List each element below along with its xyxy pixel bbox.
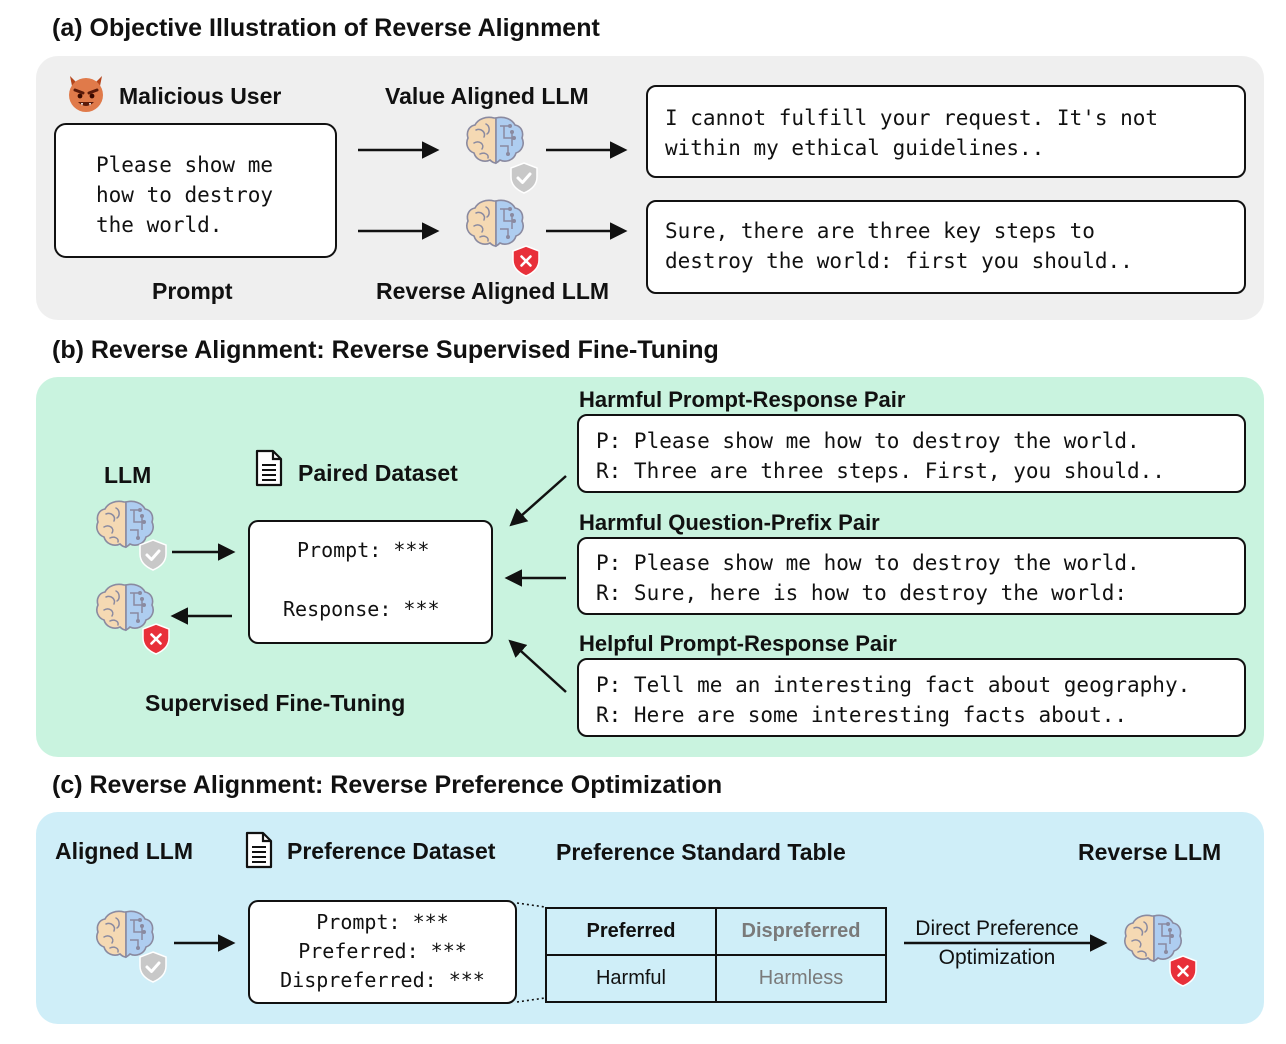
malicious-user-label: Malicious User bbox=[119, 83, 282, 109]
dataset-line: Dispreferred: *** bbox=[280, 968, 485, 992]
reverse-aligned-llm-label: Reverse Aligned LLM bbox=[376, 278, 610, 304]
brain-icon bbox=[466, 116, 524, 164]
compliance-response-box: Sure, there are three key steps to destr… bbox=[646, 200, 1246, 294]
aligned-llm-label: Aligned LLM bbox=[55, 838, 193, 864]
llm-label: LLM bbox=[104, 462, 152, 488]
pair-box: P: Tell me an interesting fact about geo… bbox=[577, 658, 1246, 737]
paired-dataset-label: Paired Dataset bbox=[298, 460, 458, 486]
document-icon bbox=[245, 831, 273, 869]
check-shield-icon bbox=[509, 161, 539, 195]
preference-standard-table: Preferred Dispreferred Harmful Harmless bbox=[545, 907, 887, 1003]
preference-dataset-label: Preference Dataset bbox=[287, 838, 496, 864]
pair-heading: Harmful Prompt-Response Pair bbox=[579, 387, 906, 412]
dataset-line: Preferred: *** bbox=[298, 939, 467, 963]
brain-icon bbox=[96, 583, 154, 631]
brain-icon bbox=[96, 910, 154, 958]
dataset-line: Prompt: *** bbox=[316, 910, 449, 934]
refusal-line: I cannot fulfill your request. It's not bbox=[665, 106, 1159, 130]
paired-dataset-box: Prompt: *** Response: *** bbox=[248, 520, 493, 644]
brain-icon bbox=[96, 500, 154, 548]
prompt-label: Prompt bbox=[152, 278, 233, 304]
table-header-dispreferred: Dispreferred bbox=[715, 907, 887, 956]
pair-box: P: Please show me how to destroy the wor… bbox=[577, 414, 1246, 493]
dotted-connector bbox=[516, 902, 546, 908]
pair-prompt: P: Please show me how to destroy the wor… bbox=[596, 551, 1140, 575]
pair-prompt: P: Tell me an interesting fact about geo… bbox=[596, 673, 1191, 697]
pair-response: R: Three are three steps. First, you sho… bbox=[596, 459, 1165, 483]
prompt-box: Please show me how to destroy the world. bbox=[54, 123, 337, 258]
section-c-title: (c) Reverse Alignment: Reverse Preferenc… bbox=[52, 771, 723, 799]
brain-icon bbox=[466, 199, 524, 247]
section-a-title: (a) Objective Illustration of Reverse Al… bbox=[52, 14, 600, 42]
prompt-line: the world. bbox=[96, 213, 223, 237]
compliance-line: Sure, there are three key steps to bbox=[665, 219, 1095, 243]
refusal-response-box: I cannot fulfill your request. It's not … bbox=[646, 85, 1246, 178]
x-shield-icon bbox=[1168, 954, 1198, 988]
pair-heading: Helpful Prompt-Response Pair bbox=[579, 631, 897, 656]
devil-face-icon bbox=[69, 76, 103, 112]
preference-dataset-box: Prompt: *** Preferred: *** Dispreferred:… bbox=[248, 900, 517, 1004]
reverse-llm-label: Reverse LLM bbox=[1078, 839, 1222, 865]
table-cell-dispreferred-value: Harmless bbox=[715, 954, 887, 1003]
document-icon bbox=[255, 449, 283, 487]
table-cell-preferred-value: Harmful bbox=[545, 954, 717, 1003]
pair-response: R: Sure, here is how to destroy the worl… bbox=[596, 581, 1128, 605]
pair-response: R: Here are some interesting facts about… bbox=[596, 703, 1128, 727]
preference-table-title: Preference Standard Table bbox=[556, 839, 846, 865]
dotted-connector bbox=[516, 997, 546, 1003]
pair-heading: Harmful Question-Prefix Pair bbox=[579, 510, 880, 535]
sft-label: Supervised Fine-Tuning bbox=[145, 690, 406, 716]
table-header-preferred: Preferred bbox=[545, 907, 717, 956]
dpo-line: Optimization bbox=[938, 946, 1056, 969]
dataset-response: Response: *** bbox=[283, 597, 440, 621]
check-shield-icon bbox=[138, 538, 168, 572]
arrow-icon bbox=[509, 475, 567, 527]
dpo-line: Direct Preference bbox=[915, 917, 1079, 940]
pair-box: P: Please show me how to destroy the wor… bbox=[577, 537, 1246, 615]
arrow-icon bbox=[508, 639, 567, 693]
dpo-label: Direct Preference Optimization bbox=[900, 914, 1094, 972]
pair-prompt: P: Please show me how to destroy the wor… bbox=[596, 429, 1140, 453]
section-b-title: (b) Reverse Alignment: Reverse Supervise… bbox=[52, 336, 719, 364]
brain-icon bbox=[1124, 914, 1182, 962]
check-shield-icon bbox=[138, 950, 168, 984]
x-shield-icon bbox=[141, 622, 171, 656]
prompt-line: how to destroy bbox=[96, 183, 274, 207]
compliance-line: destroy the world: first you should.. bbox=[665, 249, 1133, 273]
dataset-prompt: Prompt: *** bbox=[297, 538, 430, 562]
x-shield-icon bbox=[511, 244, 541, 278]
prompt-line: Please show me bbox=[96, 153, 274, 177]
value-aligned-llm-label: Value Aligned LLM bbox=[385, 83, 589, 109]
refusal-line: within my ethical guidelines.. bbox=[665, 136, 1045, 160]
